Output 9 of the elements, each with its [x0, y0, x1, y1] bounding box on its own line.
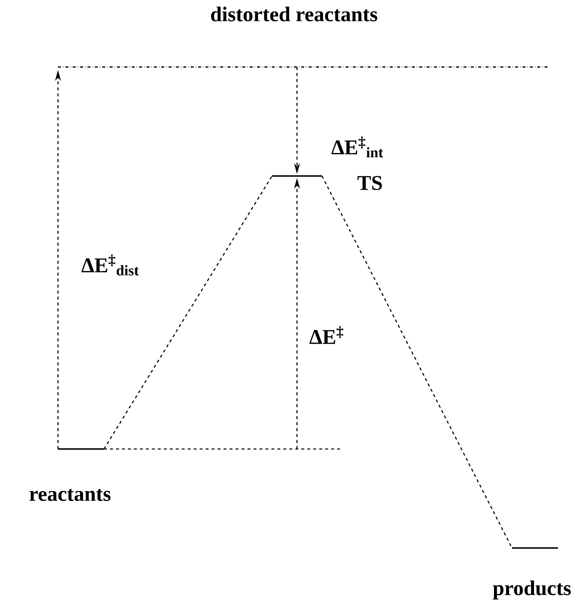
energy-level: distorted reactants — [58, 6, 548, 68]
energy-level: reactants — [30, 448, 111, 501]
energy-profile-line — [322, 176, 512, 548]
edge-label: ΔE$^{‡}$ — [308, 325, 346, 345]
edge-label: ΔE$^{‡}$int — [330, 136, 385, 158]
edge-label: ΔE$^{‡}$dist — [80, 254, 140, 276]
energy-level: TS — [272, 175, 382, 190]
energy-level: products — [492, 547, 571, 600]
energy-profile-line — [104, 176, 272, 450]
